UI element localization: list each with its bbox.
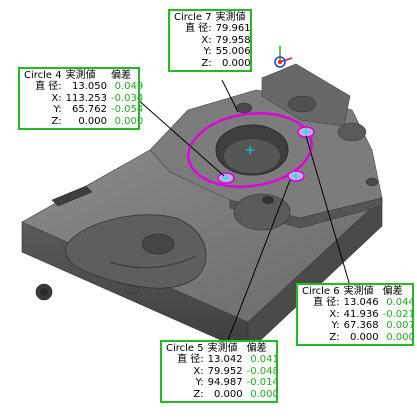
row-deviation: -0.054 xyxy=(110,104,144,116)
callout-name: Circle 6 xyxy=(302,286,340,297)
row-label: X: xyxy=(51,92,62,104)
row-label: 直 径: xyxy=(35,81,62,93)
row-value: 0.000 xyxy=(349,331,379,343)
row-deviation: 0.000 xyxy=(250,388,279,400)
row-value: 67.368 xyxy=(343,320,379,332)
callout-header-measured: 実測値 xyxy=(207,343,238,354)
measured-circle-7[interactable] xyxy=(184,106,317,195)
row-value: 113.253 xyxy=(65,92,107,104)
row-label: X: xyxy=(201,34,212,46)
callout-header-deviation: 偏差 xyxy=(246,343,267,354)
row-label: Y: xyxy=(53,104,62,116)
row-label: Y: xyxy=(203,46,212,58)
callout-header-measured: 実測値 xyxy=(65,70,96,81)
callout-name: Circle 4 xyxy=(24,70,62,81)
row-deviation: -0.021 xyxy=(382,308,415,320)
machined-part xyxy=(21,63,383,353)
row-value: 65.762 xyxy=(71,104,107,116)
row-value: 0.000 xyxy=(213,388,243,400)
row-deviation: 0.041 xyxy=(250,354,279,366)
row-label: Z: xyxy=(193,388,204,400)
row-value: 41.936 xyxy=(343,308,379,320)
callout-leaders xyxy=(135,79,351,341)
row-label: Z: xyxy=(201,57,212,69)
row-label: Z: xyxy=(329,331,340,343)
row-value: 79.958 xyxy=(215,34,251,46)
row-value: 94.987 xyxy=(207,377,243,389)
callout-name: Circle 7 xyxy=(174,12,212,23)
callout-header-measured: 実測値 xyxy=(215,12,246,23)
row-label: Y: xyxy=(331,320,340,332)
row-deviation: 0.007 xyxy=(386,320,415,332)
callout-header-measured: 実測値 xyxy=(343,286,374,297)
row-value: 13.050 xyxy=(71,81,107,93)
coordinate-triad-icon xyxy=(274,46,293,68)
row-value: 0.000 xyxy=(221,57,251,69)
row-deviation: 0.044 xyxy=(386,297,415,309)
row-value: 79.961 xyxy=(215,23,251,35)
callout-name: Circle 5 xyxy=(166,343,204,354)
row-label: Z: xyxy=(51,115,62,127)
row-value: 55.006 xyxy=(215,46,251,58)
row-label: X: xyxy=(329,308,340,320)
row-deviation: 0.049 xyxy=(114,81,144,93)
row-deviation: -0.048 xyxy=(246,365,279,377)
row-label: 直 径: xyxy=(185,23,212,35)
row-value: 13.046 xyxy=(343,297,379,309)
row-label: 直 径: xyxy=(313,297,340,309)
row-value: 0.000 xyxy=(78,115,107,127)
row-label: Y: xyxy=(195,377,204,389)
row-value: 13.042 xyxy=(207,354,243,366)
row-value: 79.952 xyxy=(207,365,243,377)
row-label: 直 径: xyxy=(177,354,204,366)
row-deviation: -0.014 xyxy=(246,377,279,389)
row-deviation: 0.000 xyxy=(114,115,144,127)
callout-header-deviation: 偏差 xyxy=(382,286,403,297)
callout-header-deviation: 偏差 xyxy=(110,70,131,81)
row-label: X: xyxy=(193,365,204,377)
row-deviation: -0.034 xyxy=(110,92,144,104)
measured-circle-markers[interactable] xyxy=(217,126,315,184)
row-deviation: 0.000 xyxy=(386,331,415,343)
